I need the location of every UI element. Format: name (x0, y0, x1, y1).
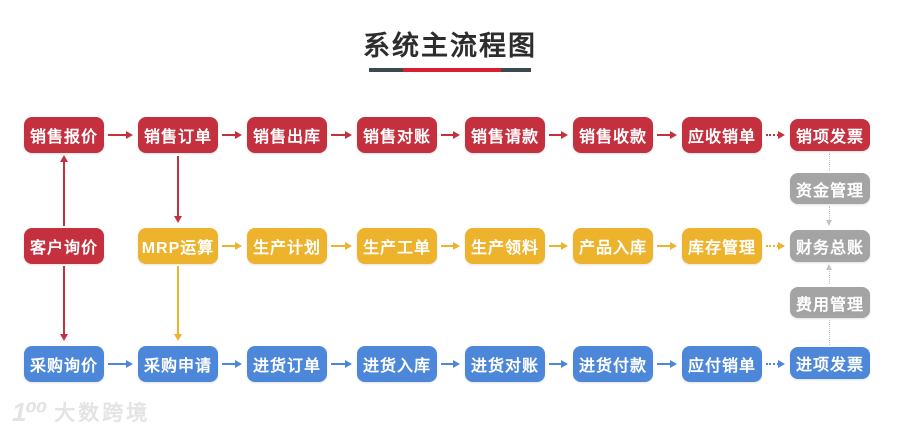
node-purchase-payment: 进货付款 (573, 346, 653, 382)
node-sales-quote: 销售报价 (24, 117, 104, 153)
arrow-purch-1 (108, 360, 133, 368)
node-purchase-reconcile: 进货对账 (465, 346, 545, 382)
watermark: 1⁰⁰ 大数跨境 (12, 399, 150, 425)
arrow-mrp-to-purchase-request-down (174, 266, 182, 341)
node-input-invoice: 进项发票 (790, 347, 870, 379)
watermark-brand-text: 大数跨境 (54, 401, 151, 425)
arrow-purch-6 (657, 360, 677, 368)
arrow-sales-order-to-mrp-down (174, 156, 182, 223)
arrow-purch-5 (549, 360, 568, 368)
arrow-purch-3 (331, 360, 352, 368)
node-sales-payment-request: 销售请款 (465, 117, 545, 153)
node-ar-writeoff: 应收销单 (682, 117, 762, 153)
node-inventory-mgmt: 库存管理 (682, 228, 762, 264)
node-general-ledger: 财务总账 (790, 230, 870, 262)
arrow-inquiry-to-purchase-down (60, 266, 68, 341)
arrow-purch-4 (441, 360, 460, 368)
node-sales-reconcile: 销售对账 (357, 117, 437, 153)
underline-dark-left (369, 68, 403, 72)
node-fund-mgmt: 资金管理 (790, 173, 870, 204)
underline-red-center (403, 68, 501, 72)
node-production-plan: 生产计划 (247, 228, 327, 264)
node-purchase-inquiry: 采购询价 (24, 346, 104, 382)
node-output-invoice: 销项发票 (790, 119, 870, 151)
node-ap-writeoff: 应付销单 (682, 346, 762, 382)
arrow-prod-1 (222, 242, 242, 250)
arrow-sales-4 (441, 131, 460, 139)
node-customer-inquiry: 客户询价 (24, 228, 104, 264)
node-sales-receipt: 销售收款 (573, 117, 653, 153)
node-expense-mgmt: 费用管理 (790, 287, 870, 318)
arrow-inventory-to-ledger-dotted (766, 242, 785, 250)
connector-expense-to-ledger-dotted (826, 264, 832, 284)
arrow-sales-to-invoice-dotted (766, 131, 785, 139)
node-sales-order: 销售订单 (138, 117, 218, 153)
node-sales-delivery: 销售出库 (247, 117, 327, 153)
underline-dark-right (501, 68, 531, 72)
title-underline (369, 68, 531, 72)
connector-input-invoice-to-expense-dotted (829, 320, 830, 345)
arrow-purch-to-invoice-dotted (766, 360, 785, 368)
node-material-issue: 生产领料 (465, 228, 545, 264)
dashu-logo-icon: 1⁰⁰ (12, 397, 47, 427)
arrow-prod-4 (549, 242, 568, 250)
node-purchase-request: 采购申请 (138, 346, 218, 382)
arrow-inquiry-to-sales-quote-up (60, 155, 68, 226)
page-title: 系统主流程图 (363, 31, 537, 61)
node-work-order: 生产工单 (357, 228, 437, 264)
arrow-purch-2 (222, 360, 242, 368)
arrow-sales-5 (549, 131, 568, 139)
arrow-sales-6 (657, 131, 677, 139)
arrow-prod-5 (657, 242, 677, 250)
arrow-prod-2 (331, 242, 352, 250)
arrow-sales-3 (331, 131, 352, 139)
node-goods-receipt: 进货入库 (357, 346, 437, 382)
arrow-prod-3 (441, 242, 460, 250)
connector-fund-to-ledger-dotted (826, 206, 832, 226)
connector-invoice-to-fund-dotted (829, 153, 830, 171)
arrow-sales-2 (222, 131, 242, 139)
arrow-sales-1 (108, 131, 133, 139)
node-purchase-order: 进货订单 (247, 346, 327, 382)
node-product-inbound: 产品入库 (573, 228, 653, 264)
node-mrp: MRP运算 (138, 228, 218, 264)
